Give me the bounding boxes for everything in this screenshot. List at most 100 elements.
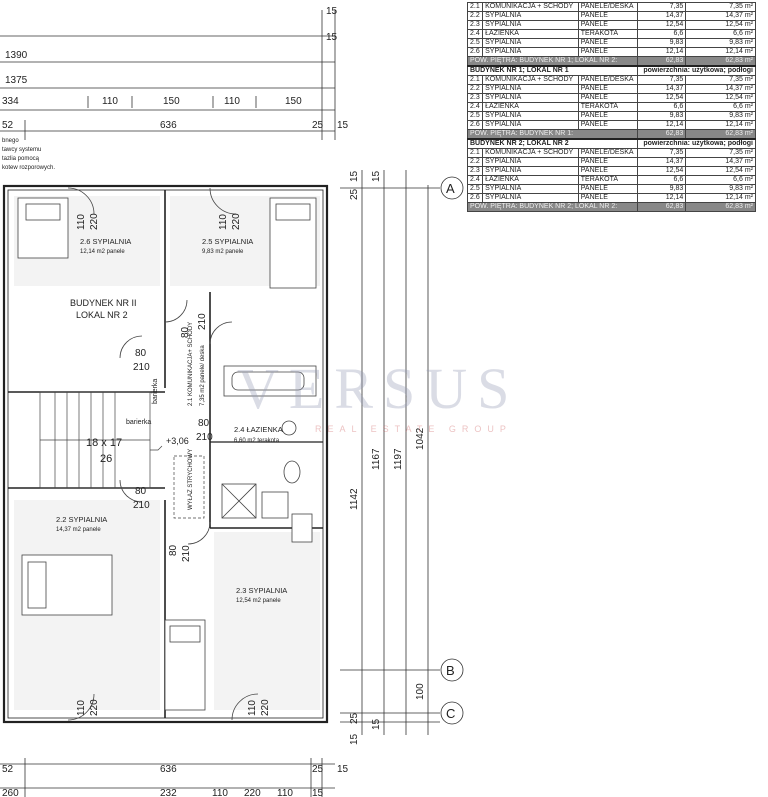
room-2-4-area: 6,60 m2 terakota: [234, 438, 280, 444]
door-2-2-height: 210: [133, 500, 150, 511]
door-bottom-right-width: 110: [247, 700, 258, 716]
floor-type: PANELE: [577, 157, 639, 167]
floor-type: PANELE: [577, 193, 639, 203]
door-2-1-width: 80: [180, 326, 191, 338]
floor-type: TERAKOTA: [577, 29, 639, 39]
room-name: KOMUNIKACJA + SCHODY: [482, 148, 579, 158]
dim-150-b: 150: [285, 96, 302, 107]
room-2-1-name: 2.1 KOMUNIKACJA+ SCHODY: [188, 322, 194, 406]
usable-area: 12,54: [637, 20, 687, 30]
usable-area: 7,35: [637, 75, 687, 85]
room-name: ŁAZIENKA: [482, 175, 579, 185]
dim-15-right-c: 15: [349, 733, 360, 745]
dim-15-top-b: 15: [326, 6, 338, 17]
dim-110-bottom-b: 110: [277, 788, 293, 797]
floor-area: 12,14 m²: [685, 47, 756, 57]
door-2-3-width: 80: [168, 544, 179, 556]
room-number: 2.2: [466, 11, 484, 21]
sum-label: POW. PIĘTRA: BUDYNEK NR 2; LOKAL NR 2:: [466, 202, 639, 212]
room-2-6-name: 2.6 SYPIALNIA: [80, 237, 131, 246]
sum-label: POW. PIĘTRA: BUDYNEK NR 1; LOKAL NR 2:: [466, 56, 639, 67]
dim-1390: 1390: [5, 50, 28, 61]
sum-floor-area: 62,83 m²: [685, 56, 756, 67]
dim-52-top: 52: [2, 120, 14, 131]
room-number: 2.5: [466, 184, 484, 194]
room-number: 2.2: [466, 157, 484, 167]
stairs-count: 26: [100, 453, 112, 465]
usable-area: 12,54: [637, 93, 687, 103]
floor-type: PANELE: [577, 84, 639, 94]
room-number: 2.6: [466, 120, 484, 130]
section-title: BUDYNEK NR 1; LOKAL NR 1: [466, 65, 639, 76]
dim-15-right-a: 15: [349, 170, 360, 182]
floor-area: 7,35 m²: [685, 148, 756, 158]
floor-type: TERAKOTA: [577, 102, 639, 112]
door-2-3-height: 210: [181, 545, 192, 562]
table-sum-row: POW. PIĘTRA: BUDYNEK NR 2; LOKAL NR 2: 62…: [466, 202, 756, 212]
room-name: SYPIALNIA: [482, 166, 579, 176]
floor-area: 12,14 m²: [685, 193, 756, 203]
dim-1375: 1375: [5, 75, 28, 86]
usable-area: 6,6: [637, 175, 687, 185]
floor-area: 12,14 m²: [685, 120, 756, 130]
floor-type: PANELE: [577, 38, 639, 48]
floor-area: 7,35 m²: [685, 2, 756, 12]
level-mark: +3,06: [166, 436, 189, 446]
railing-label-2: barierka: [152, 379, 159, 404]
room-name: SYPIALNIA: [482, 193, 579, 203]
sum-floor-area: 62,83 m²: [685, 202, 756, 212]
room-number: 2.3: [466, 93, 484, 103]
section-columns-caption: powierzchnia: użytkowa; podłogi: [637, 65, 756, 76]
door-bottom-right-height: 220: [260, 699, 271, 716]
axis-label-a: A: [446, 181, 455, 196]
usable-area: 14,37: [637, 11, 687, 21]
room-number: 2.1: [466, 148, 484, 158]
dim-1167: 1167: [371, 448, 382, 470]
floor-type: PANELE/DESKA: [577, 148, 639, 158]
dim-636-bottom: 636: [160, 764, 177, 775]
room-2-2-name: 2.2 SYPIALNIA: [56, 515, 107, 524]
dim-110-bottom-a: 110: [212, 788, 228, 797]
floor-area: 6,6 m²: [685, 102, 756, 112]
usable-area: 6,6: [637, 29, 687, 39]
unit-label: LOKAL NR 2: [76, 310, 128, 320]
section-columns-caption: powierzchnia: użytkowa; podłogi: [637, 138, 756, 149]
dim-110-a: 110: [102, 96, 118, 107]
door-2-5-width: 110: [218, 214, 229, 230]
door-2-6b-height: 210: [133, 362, 150, 373]
room-name: SYPIALNIA: [482, 20, 579, 30]
room-2-1-area: 7,35 m2 panele/ deska: [200, 345, 206, 406]
room-name: SYPIALNIA: [482, 38, 579, 48]
door-2-6b-width: 80: [135, 348, 147, 359]
room-2-3-area: 12,54 m2 panele: [236, 598, 281, 604]
door-2-5-height: 220: [231, 213, 242, 230]
room-number: 2.6: [466, 193, 484, 203]
floor-area: 14,37 m²: [685, 11, 756, 21]
note-line-4: kotew rozporowych.: [2, 165, 55, 171]
sum-usable-area: 62,83: [637, 129, 687, 140]
room-name: SYPIALNIA: [482, 93, 579, 103]
room-number: 2.1: [466, 2, 484, 12]
floor-type: PANELE: [577, 111, 639, 121]
room-name: KOMUNIKACJA + SCHODY: [482, 75, 579, 85]
floor-area: 12,54 m²: [685, 20, 756, 30]
room-name: SYPIALNIA: [482, 111, 579, 121]
watermark-logo: VERSUS: [237, 356, 520, 421]
door-2-1-height: 210: [197, 313, 208, 330]
